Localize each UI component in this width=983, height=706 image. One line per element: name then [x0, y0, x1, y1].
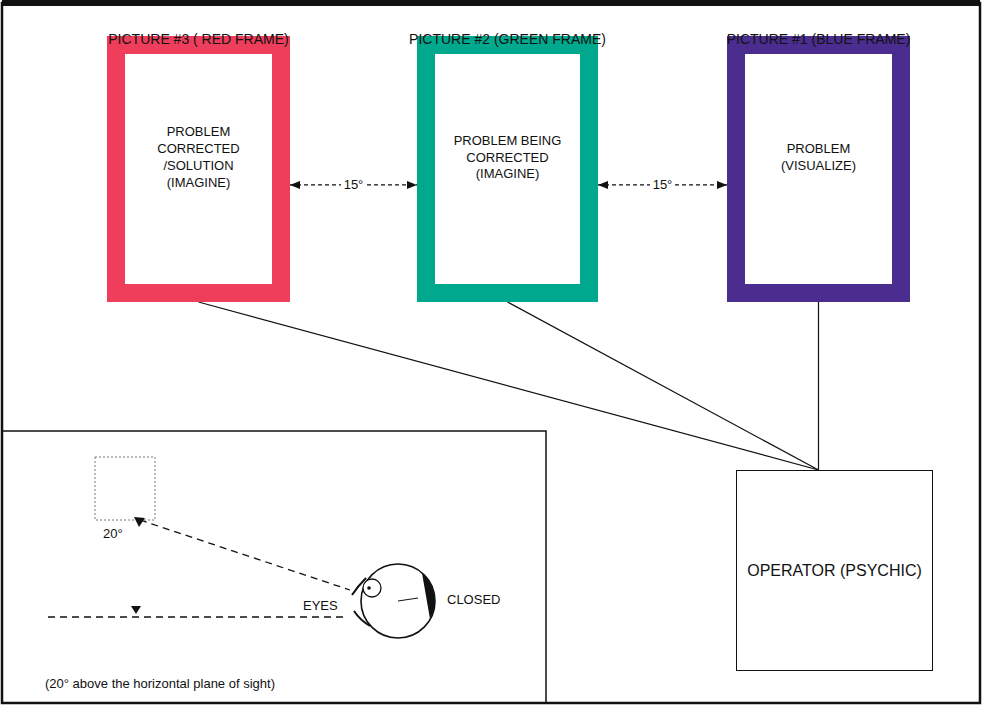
eye-axis [398, 598, 418, 601]
picture-text: PROBLEM CORRECTED /SOLUTION (IMAGINE) [131, 124, 266, 192]
angle-arrowhead [131, 606, 141, 614]
box-text: OPERATOR (PSYCHIC) [747, 560, 922, 582]
picture-text: PROBLEM BEING CORRECTED (IMAGINE) [441, 133, 574, 184]
outer-border [2, 3, 980, 703]
blue-picture-frame: PROBLEM (VISUALIZE)PICTURE #1 (BLUE FRAM… [727, 36, 910, 302]
top-rule [2, 0, 980, 6]
frame-interior: PROBLEM CORRECTED /SOLUTION (IMAGINE) [125, 54, 272, 284]
lower-eyelid [354, 611, 370, 626]
connector-line [818, 302, 819, 470]
connector-line [199, 302, 819, 470]
upper-eyelid [352, 578, 366, 595]
picture-heading: PICTURE #1 (BLUE FRAME) [727, 31, 911, 47]
eye-label: EYES [303, 598, 338, 613]
pupil-dot [367, 586, 371, 590]
picture-heading: PICTURE #3 ( RED FRAME) [108, 31, 288, 47]
angle-label: 15° [341, 177, 367, 192]
imagined-picture [95, 457, 155, 520]
eye-wedge [422, 573, 435, 619]
picture-text: PROBLEM (VISUALIZE) [751, 141, 886, 175]
sight-arrowhead [134, 517, 145, 527]
inset-border [3, 431, 546, 703]
caption-note: (20° above the horizontal plane of sight… [45, 676, 275, 691]
angle-label: 15° [650, 177, 676, 192]
operator-box: OPERATOR (PSYCHIC) [736, 470, 933, 671]
picture-heading: PICTURE #2 (GREEN FRAME) [409, 31, 606, 47]
angle-label: 20° [103, 526, 123, 541]
pupil [363, 579, 381, 597]
red-picture-frame: PROBLEM CORRECTED /SOLUTION (IMAGINE)PIC… [107, 36, 290, 302]
frame-interior: PROBLEM (VISUALIZE) [745, 54, 892, 284]
sight-line [140, 520, 350, 590]
eyeball [361, 564, 435, 638]
closed-label: CLOSED [447, 592, 500, 607]
horizontal-line [48, 616, 348, 617]
frame-interior: PROBLEM BEING CORRECTED (IMAGINE) [435, 54, 580, 284]
connector-line [508, 302, 819, 470]
green-picture-frame: PROBLEM BEING CORRECTED (IMAGINE)PICTURE… [417, 36, 598, 302]
